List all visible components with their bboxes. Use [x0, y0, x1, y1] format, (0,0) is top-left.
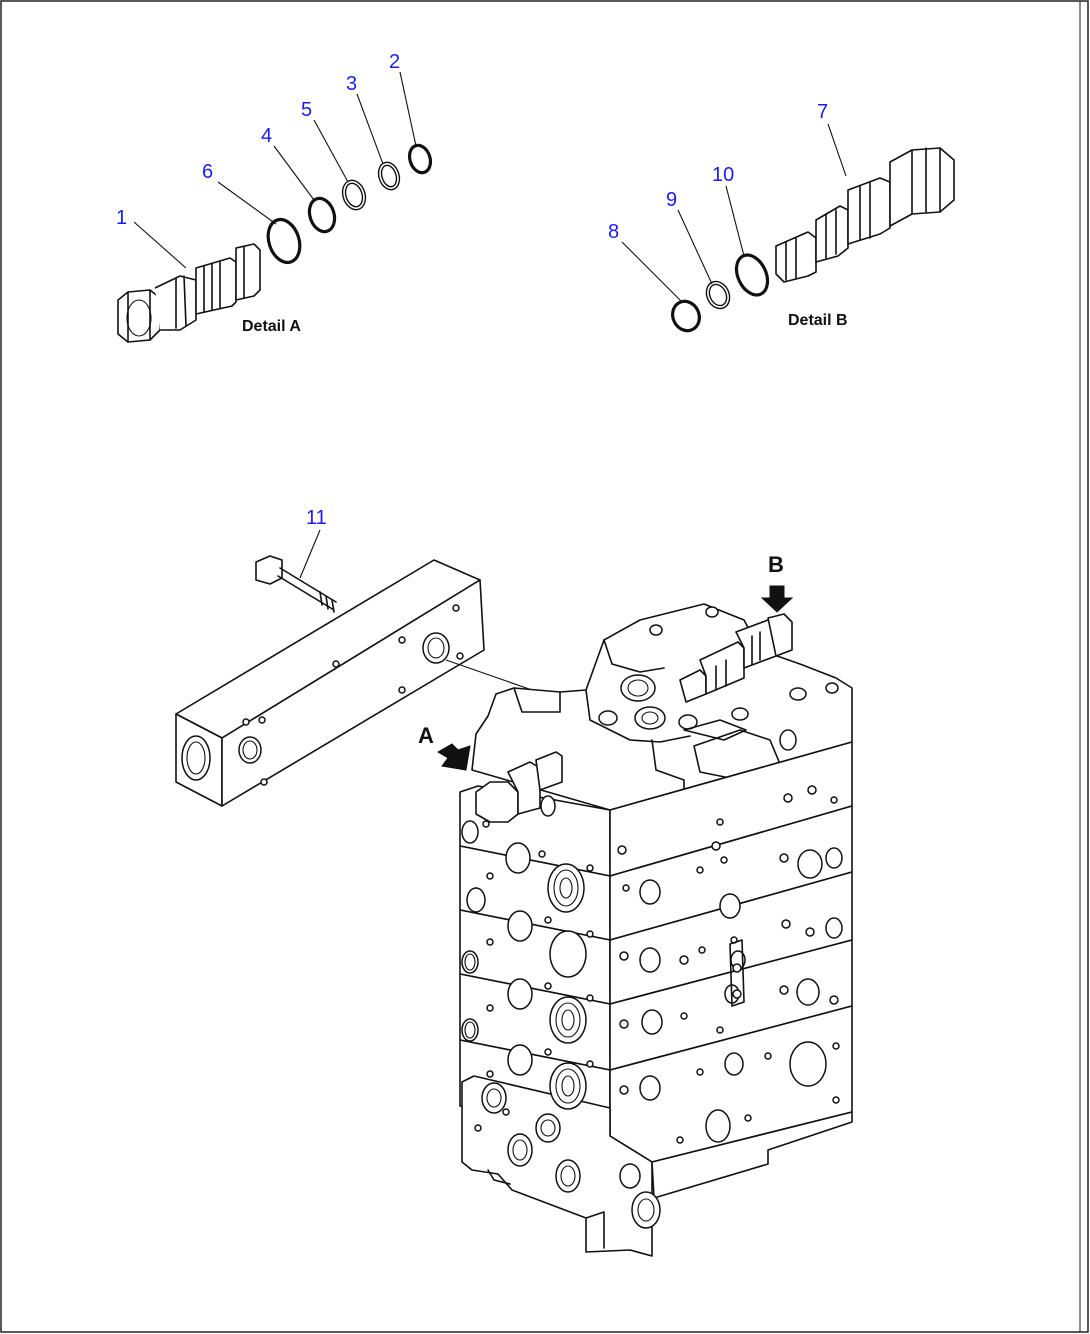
control-valve-stack [459, 603, 853, 1257]
view-letter-a: A [418, 723, 434, 748]
view-arrow-a [437, 743, 471, 771]
part-5-backup-ring [341, 179, 367, 211]
view-arrow-b [760, 585, 794, 613]
part-6-o-ring [266, 217, 302, 265]
part-11-bolt [255, 555, 337, 613]
callout-10: 10 [712, 164, 734, 186]
part-4-o-ring [307, 196, 337, 234]
callout-5: 5 [301, 99, 312, 121]
detail-b-caption: Detail B [788, 312, 848, 329]
callout-8: 8 [608, 221, 619, 243]
installed-valve-b [679, 613, 793, 703]
detail-b: 8 9 10 7 Detail B [608, 101, 955, 333]
part-10-o-ring [734, 253, 770, 297]
detail-a-caption: Detail A [242, 318, 301, 335]
part-7-valve-cartridge [775, 147, 955, 283]
callout-9: 9 [666, 189, 677, 211]
detail-a: 1 6 4 5 3 2 Detail A [116, 51, 433, 343]
callout-3: 3 [346, 73, 357, 95]
installed-valve-a [475, 751, 563, 823]
callout-7: 7 [817, 101, 828, 123]
callout-4: 4 [261, 125, 272, 147]
part-9-backup-ring [705, 280, 731, 310]
main-assembly: 11 [175, 507, 853, 1257]
end-cover-block [175, 559, 485, 807]
part-2-o-ring [407, 143, 433, 175]
part-1-valve-cartridge [117, 243, 261, 343]
part-8-o-ring [671, 299, 701, 333]
callout-11: 11 [306, 507, 327, 529]
view-letter-b: B [768, 552, 784, 577]
callout-1: 1 [116, 207, 127, 229]
callout-6: 6 [202, 161, 213, 183]
part-3-backup-ring [377, 161, 401, 191]
callout-2: 2 [389, 51, 400, 73]
